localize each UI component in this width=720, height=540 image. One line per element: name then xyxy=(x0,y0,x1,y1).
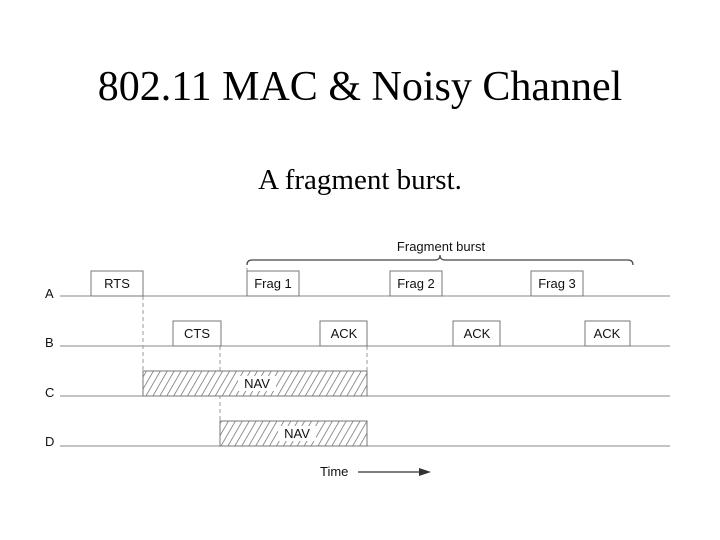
ack1-label: ACK xyxy=(331,326,358,341)
nav-c-label-bg xyxy=(238,376,276,391)
ack1-box xyxy=(319,320,368,347)
cts-label: CTS xyxy=(184,326,210,341)
nav-d-label-bg xyxy=(278,426,316,441)
row-label-a: A xyxy=(45,286,54,301)
frag3-box xyxy=(530,270,584,297)
frag1-box xyxy=(246,270,300,297)
ack2-box xyxy=(452,320,501,347)
nav-c-label: NAV xyxy=(244,376,270,391)
time-arrowhead xyxy=(419,468,431,476)
frag2-box xyxy=(389,270,443,297)
fragment-burst-label: Fragment burst xyxy=(397,239,486,254)
row-label-d: D xyxy=(45,434,54,449)
frag1-label: Frag 1 xyxy=(254,276,292,291)
row-label-b: B xyxy=(45,335,54,350)
frag2-label: Frag 2 xyxy=(397,276,435,291)
rts-box xyxy=(90,270,144,297)
frag3-label: Frag 3 xyxy=(538,276,576,291)
ack2-label: ACK xyxy=(464,326,491,341)
row-label-c: C xyxy=(45,385,54,400)
rts-label: RTS xyxy=(104,276,130,291)
ack3-label: ACK xyxy=(594,326,621,341)
ack3-box xyxy=(584,320,631,347)
fragment-burst-brace xyxy=(246,254,634,266)
cts-box xyxy=(172,320,222,347)
nav-d-label: NAV xyxy=(284,426,310,441)
slide-subtitle: A fragment burst. xyxy=(258,164,462,196)
slide-title: 802.11 MAC & Noisy Channel xyxy=(97,64,623,110)
time-label: Time xyxy=(320,464,348,479)
